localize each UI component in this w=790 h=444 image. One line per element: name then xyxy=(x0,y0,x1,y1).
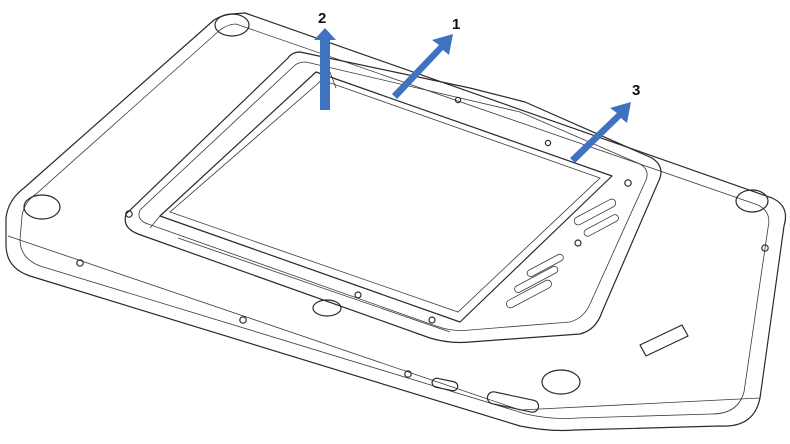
screw xyxy=(761,244,769,252)
screw xyxy=(125,210,133,218)
foot-center xyxy=(312,299,342,317)
bumper-top-left xyxy=(214,13,250,37)
battery-pack xyxy=(149,71,613,333)
vent-slots xyxy=(506,198,619,309)
corner-bumpers xyxy=(23,13,769,395)
label-2: 2 xyxy=(318,10,326,27)
screw xyxy=(544,139,552,147)
port-long xyxy=(486,391,540,413)
removal-arrows xyxy=(314,28,631,163)
screw xyxy=(404,370,412,378)
ports xyxy=(431,324,689,413)
screw xyxy=(574,239,582,247)
arrow-1-icon xyxy=(392,34,453,99)
battery-bay-frame xyxy=(124,51,662,344)
callout-labels: 1 2 3 xyxy=(318,10,640,99)
label-3: 3 xyxy=(632,82,640,99)
label-1: 1 xyxy=(452,16,460,33)
screw xyxy=(354,291,362,299)
bumper-right xyxy=(735,189,769,213)
arrow-2-icon xyxy=(314,28,336,110)
tablet-body xyxy=(5,12,787,432)
bumper-bottom xyxy=(541,369,581,395)
screw xyxy=(428,316,436,324)
bumper-left xyxy=(23,194,61,220)
screw xyxy=(76,259,84,267)
port-small xyxy=(431,377,459,392)
port-side xyxy=(639,324,689,357)
screw xyxy=(454,96,462,104)
screws xyxy=(76,96,769,378)
arrow-3-icon xyxy=(570,102,631,163)
screw xyxy=(624,179,632,187)
screw xyxy=(239,316,247,324)
